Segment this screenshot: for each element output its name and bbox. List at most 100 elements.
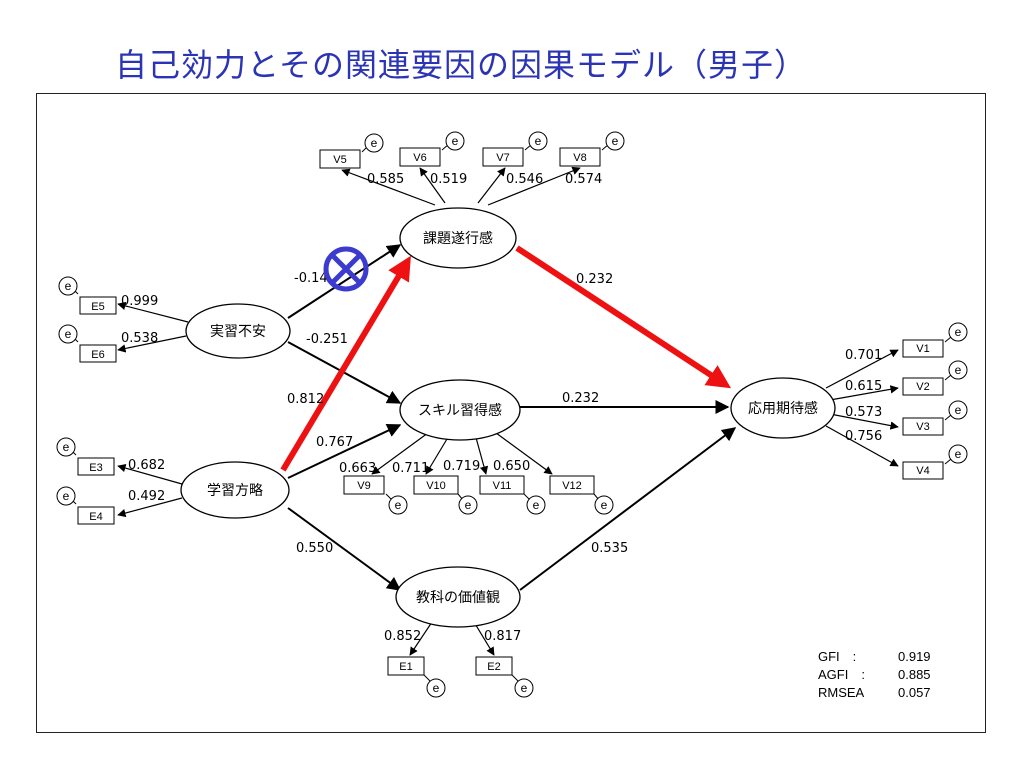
coef-v8: 0.574 [565,172,602,187]
error-label-e2: e [521,681,528,695]
arrow-skill-v12 [491,429,553,475]
error-label-v2: e [955,363,962,377]
error-label-e4: e [63,489,70,503]
latent-kadai-ellipse [399,207,517,269]
latent-skill-ellipse [399,379,521,441]
box-e2 [475,656,513,676]
coef-gakushu-kadai: 0.812 [287,392,324,407]
arrow-gakushu-e4 [117,497,183,518]
arrow-oyo-v2 [829,385,899,401]
coef-v1: 0.701 [845,348,882,363]
box-e3-label: E3 [89,462,102,474]
error-bubble-v11 [523,493,546,515]
rejected-path-cross-icon [323,246,369,292]
error-label-e5: e [65,279,72,293]
coef-v9: 0.663 [339,461,376,476]
box-e6-label: E6 [91,349,104,361]
error-label-v12: e [601,498,608,512]
box-v3 [902,417,944,436]
coef-kyoka-oyo: 0.535 [591,541,628,556]
error-bubble-v10 [457,493,478,515]
error-bubble-e6 [58,324,79,344]
error-bubble-v7 [524,131,548,151]
coef-gakushu-skill: 0.767 [316,435,353,450]
box-e4 [77,506,115,525]
error-bubble-v1 [944,322,968,343]
error-label-v7: e [535,134,542,148]
arrow-kyoka-e1 [409,621,433,656]
box-v2-label: V2 [916,381,929,393]
latent-oyo-label: 応用期待感 [748,400,818,417]
error-bubble-v3 [944,400,968,421]
latent-gakushu-ellipse [180,461,290,519]
arrow-gakushu-e3 [117,464,183,485]
arrow-skill-v11 [474,433,489,475]
arrow-oyo-v3 [829,413,899,430]
fit-gfi-value: 0.919 [898,649,931,664]
box-e3 [77,457,115,476]
error-bubble-v2 [944,360,968,381]
box-v9-label: V9 [357,480,370,492]
error-bubble-v4 [944,444,968,465]
error-bubble-v8 [601,131,625,151]
box-v3-label: V3 [916,421,929,433]
coef-v2: 0.615 [845,379,882,394]
error-label-v9: e [395,498,402,512]
fit-gfi-label: GFI : [818,649,856,664]
coef-e1: 0.852 [384,629,421,644]
error-label-v10: e [465,498,472,512]
box-e5-label: E5 [91,301,104,313]
error-bubble-v6 [441,131,465,151]
box-v4 [902,461,944,480]
box-v11-label: V11 [493,480,512,492]
arrow-skill-v10 [425,433,451,475]
box-v5-label: V5 [333,154,346,166]
error-label-v6: e [452,134,459,148]
error-bubble-e1 [423,674,446,698]
box-v1 [902,339,944,358]
arrow-jisshu-kadai [287,244,402,319]
error-label-v1: e [955,325,962,339]
box-v7 [482,147,524,167]
error-bubble-e2 [511,674,534,698]
latent-jisshu-ellipse [185,303,291,359]
error-bubble-v12 [593,493,614,515]
coef-e2: 0.817 [484,629,521,644]
box-e1 [387,656,425,676]
arrow-kadai-v8 [487,166,581,206]
arrow-kadai-v7 [477,167,506,204]
coef-jisshu-skill: -0.251 [306,332,348,347]
coef-e5: 0.999 [121,294,158,309]
error-label-v8: e [612,134,619,148]
error-bubble-e5 [58,276,79,296]
error-bubble-e3 [56,437,77,457]
latent-oyo-ellipse [730,377,836,439]
coef-v12: 0.650 [493,459,530,474]
coef-e6: 0.538 [121,331,158,346]
fit-rmsea-label: RMSEA [818,685,865,700]
box-e1-label: E1 [399,661,412,673]
box-v6 [399,147,441,167]
arrow-kadai-v6 [419,167,446,204]
highlight-arrow-gakushu-kadai [280,255,411,472]
arrow-jisshu-e6 [117,335,187,353]
fit-rmsea-value: 0.057 [898,685,931,700]
coef-v11: 0.719 [443,459,480,474]
error-label-e6: e [65,327,72,341]
error-label-v4: e [955,447,962,461]
coef-jisshu-kadai: -0.14 [294,271,328,286]
page-title: 自己効力とその関連要因の因果モデル（男子） [115,46,808,84]
box-v8-label: V8 [573,152,586,164]
arrow-jisshu-e5 [117,301,189,323]
coef-kadai-oyo: 0.232 [576,272,613,287]
coef-e4: 0.492 [128,489,165,504]
error-bubble-e4 [56,486,77,506]
box-e2-label: E2 [487,661,500,673]
latent-jisshu-label: 実習不安 [210,324,266,340]
box-v12-label: V12 [562,480,582,492]
arrow-kyoka-oyo [519,427,737,591]
error-bubble-v5 [361,133,384,153]
arrow-kyoka-e2 [473,621,495,656]
error-label-e3: e [63,440,70,454]
